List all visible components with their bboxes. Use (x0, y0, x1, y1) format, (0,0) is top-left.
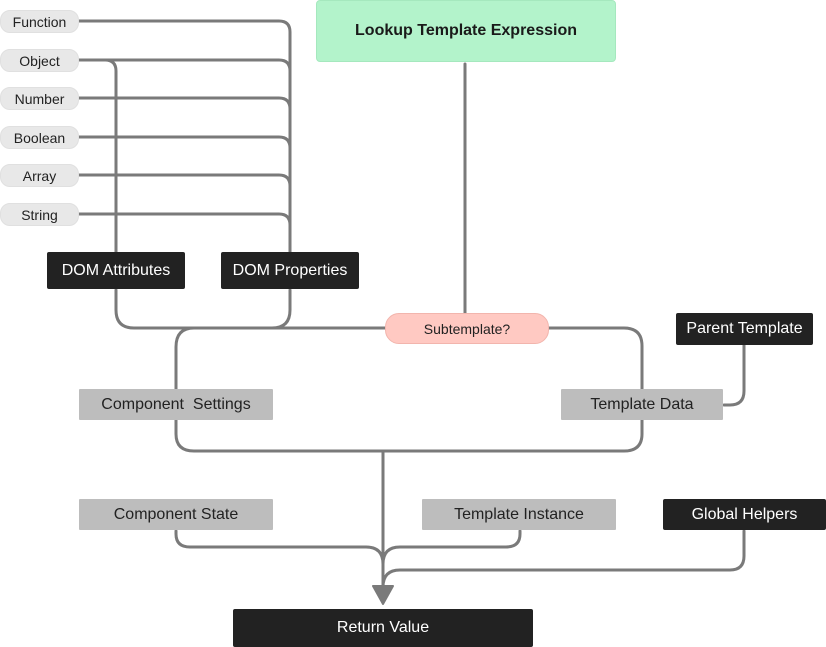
parent-template-box: Parent Template (676, 313, 813, 345)
type-boolean: Boolean (0, 126, 79, 149)
subtemplate-decision: Subtemplate? (385, 313, 549, 344)
template-data-box: Template Data (561, 389, 723, 420)
return-value-box: Return Value (233, 609, 533, 647)
component-state-box: Component State (79, 499, 273, 530)
type-string: String (0, 203, 79, 226)
global-helpers-box: Global Helpers (663, 499, 826, 530)
lookup-template-expression-box: Lookup Template Expression (316, 0, 616, 62)
template-instance-box: Template Instance (422, 499, 616, 530)
type-object: Object (0, 49, 79, 72)
dom-properties-box: DOM Properties (221, 252, 359, 289)
type-array: Array (0, 164, 79, 187)
type-function: Function (0, 10, 79, 33)
component-settings-box: Component Settings (79, 389, 273, 420)
type-number: Number (0, 87, 79, 110)
dom-attributes-box: DOM Attributes (47, 252, 185, 289)
